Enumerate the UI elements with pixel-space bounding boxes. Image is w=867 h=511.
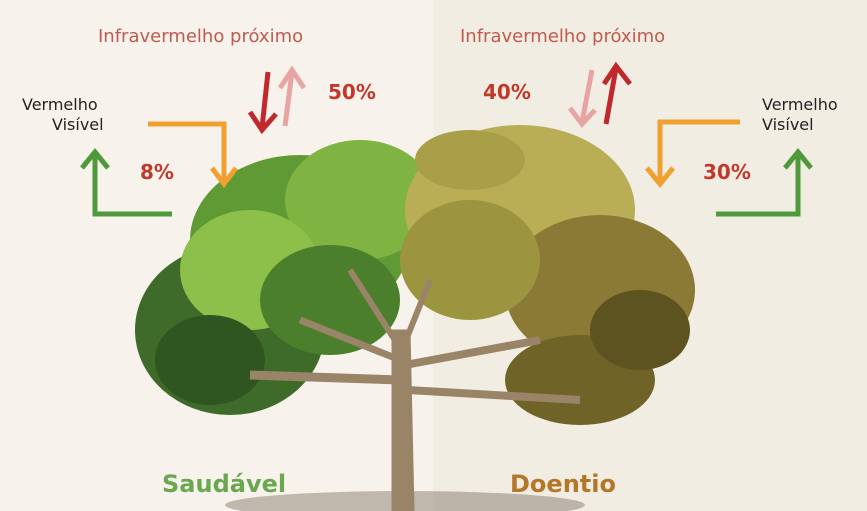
healthy-visible-label-line1: Vermelho	[22, 95, 98, 114]
sick-visible-label-line1: Vermelho	[762, 95, 838, 114]
healthy-canopy	[135, 140, 435, 415]
up-arrow-icon	[603, 67, 619, 125]
healthy-visible-label-line2: Visível	[52, 115, 104, 134]
healthy-nir-arrows	[247, 65, 307, 135]
tree-trunk	[249, 268, 581, 511]
orange-down-arrow-icon	[148, 121, 227, 182]
healthy-visible-percent: 8%	[140, 160, 174, 184]
sick-canopy	[400, 125, 695, 425]
sick-visible-arrows	[645, 119, 813, 217]
sick-nir-label: Infravermelho próximo	[460, 26, 666, 47]
green-up-arrow-icon	[716, 154, 801, 217]
sick-visible-label-line2: Visível	[762, 115, 814, 134]
healthy-visible-arrows	[80, 121, 238, 217]
sick-visible-percent: 30%	[703, 160, 751, 184]
healthy-nir-percent: 50%	[328, 80, 376, 104]
orange-down-arrow-icon	[657, 119, 740, 182]
sick-state-label: Doentio	[510, 470, 616, 498]
sick-nir-arrows	[568, 61, 632, 128]
green-up-arrow-icon	[92, 154, 172, 217]
down-arrow-icon	[259, 71, 271, 129]
sick-nir-percent: 40%	[483, 80, 531, 104]
up-arrow-icon	[282, 71, 295, 127]
healthy-state-label: Saudável	[162, 470, 287, 498]
down-arrow-icon	[579, 69, 595, 123]
healthy-nir-label: Infravermelho próximo	[98, 26, 304, 47]
